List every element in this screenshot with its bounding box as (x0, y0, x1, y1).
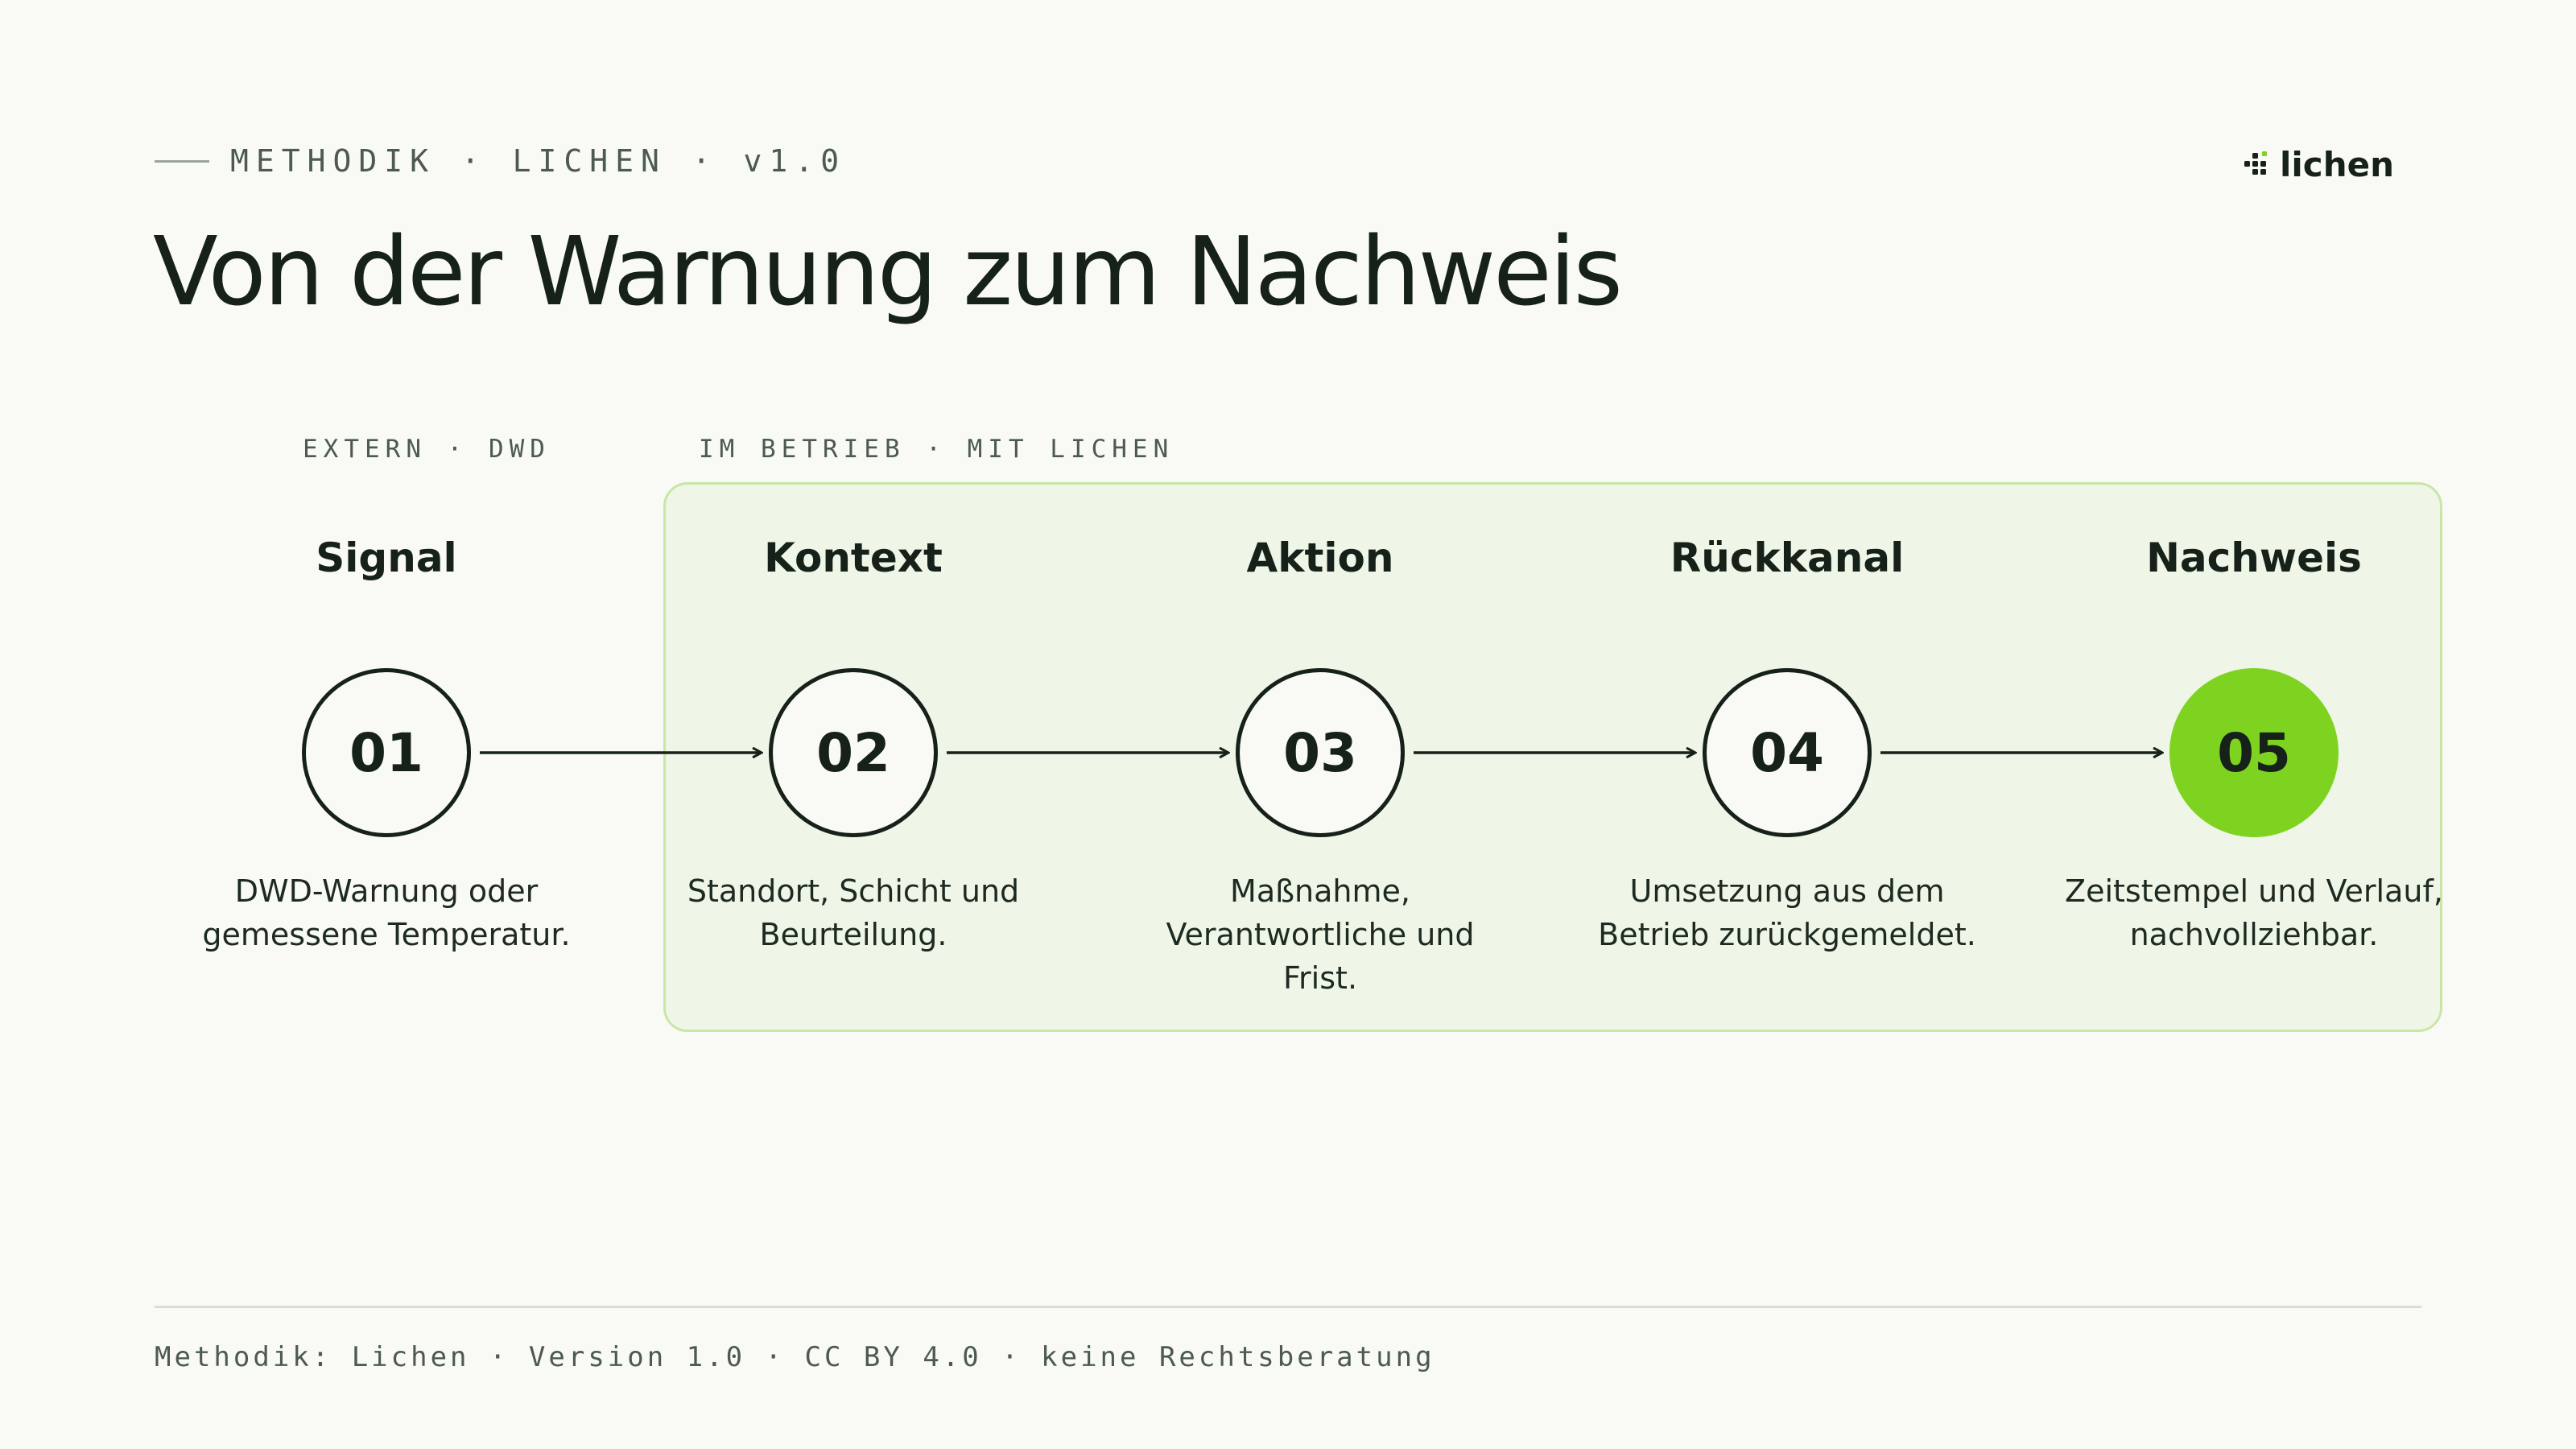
step-description-line: Verantwortliche und (1166, 917, 1475, 952)
step-description-line: Standort, Schicht und (687, 873, 1020, 909)
zone-label-external: EXTERN · DWD (303, 435, 551, 464)
eyebrow-rule (155, 159, 209, 163)
step-description-aktion: Maßnahme, Verantwortliche und Frist. (1111, 869, 1530, 1000)
zone-label-internal: IM BETRIEB · MIT LICHEN (699, 435, 1174, 464)
step-description-kontext: Standort, Schicht und Beurteilung. (644, 869, 1063, 956)
eyebrow-text: METHODIK · LICHEN · v1.0 (230, 143, 847, 179)
step-circle-02: 02 (769, 668, 938, 837)
step-description-rueckkanal: Umsetzung aus dem Betrieb zurückgemeldet… (1578, 869, 1996, 956)
step-title-aktion: Aktion (1246, 535, 1394, 581)
step-description-line: DWD-Warnung oder (234, 873, 539, 909)
lichen-logo-icon (2244, 151, 2267, 175)
step-description-line: Zeitstempel und Verlauf, (2065, 873, 2443, 909)
step-circle-05: 05 (2169, 668, 2339, 837)
step-description-line: gemessene Temperatur. (202, 917, 571, 952)
eyebrow: METHODIK · LICHEN · v1.0 (155, 143, 846, 179)
step-description-line: Beurteilung. (759, 917, 947, 952)
step-description-line: Frist. (1282, 960, 1358, 996)
step-circle-01: 01 (302, 668, 471, 837)
step-description-nachweis: Zeitstempel und Verlauf, nachvollziehbar… (2045, 869, 2463, 956)
internal-zone-panel (663, 482, 2442, 1032)
step-title-nachweis: Nachweis (2146, 535, 2362, 581)
footer-divider (155, 1306, 2421, 1308)
step-description-line: nachvollziehbar. (2129, 917, 2379, 952)
step-description-signal: DWD-Warnung oder gemessene Temperatur. (177, 869, 596, 956)
step-title-kontext: Kontext (764, 535, 943, 581)
step-number: 02 (816, 721, 890, 784)
step-description-line: Maßnahme, (1230, 873, 1410, 909)
step-circle-04: 04 (1703, 668, 1872, 837)
logo: lichen (2243, 145, 2394, 184)
logo-text: lichen (2280, 145, 2394, 184)
step-title-rueckkanal: Rückkanal (1670, 535, 1905, 581)
step-description-line: Betrieb zurückgemeldet. (1598, 917, 1976, 952)
step-circle-03: 03 (1236, 668, 1405, 837)
step-number: 01 (349, 721, 423, 784)
step-description-line: Umsetzung aus dem (1629, 873, 1945, 909)
step-number: 04 (1750, 721, 1824, 784)
footer-text: Methodik: Lichen · Version 1.0 · CC BY 4… (155, 1341, 1435, 1373)
step-title-signal: Signal (316, 535, 457, 581)
step-number: 03 (1283, 721, 1357, 784)
page-title: Von der Warnung zum Nachweis (153, 216, 1623, 327)
step-number: 05 (2217, 721, 2291, 784)
